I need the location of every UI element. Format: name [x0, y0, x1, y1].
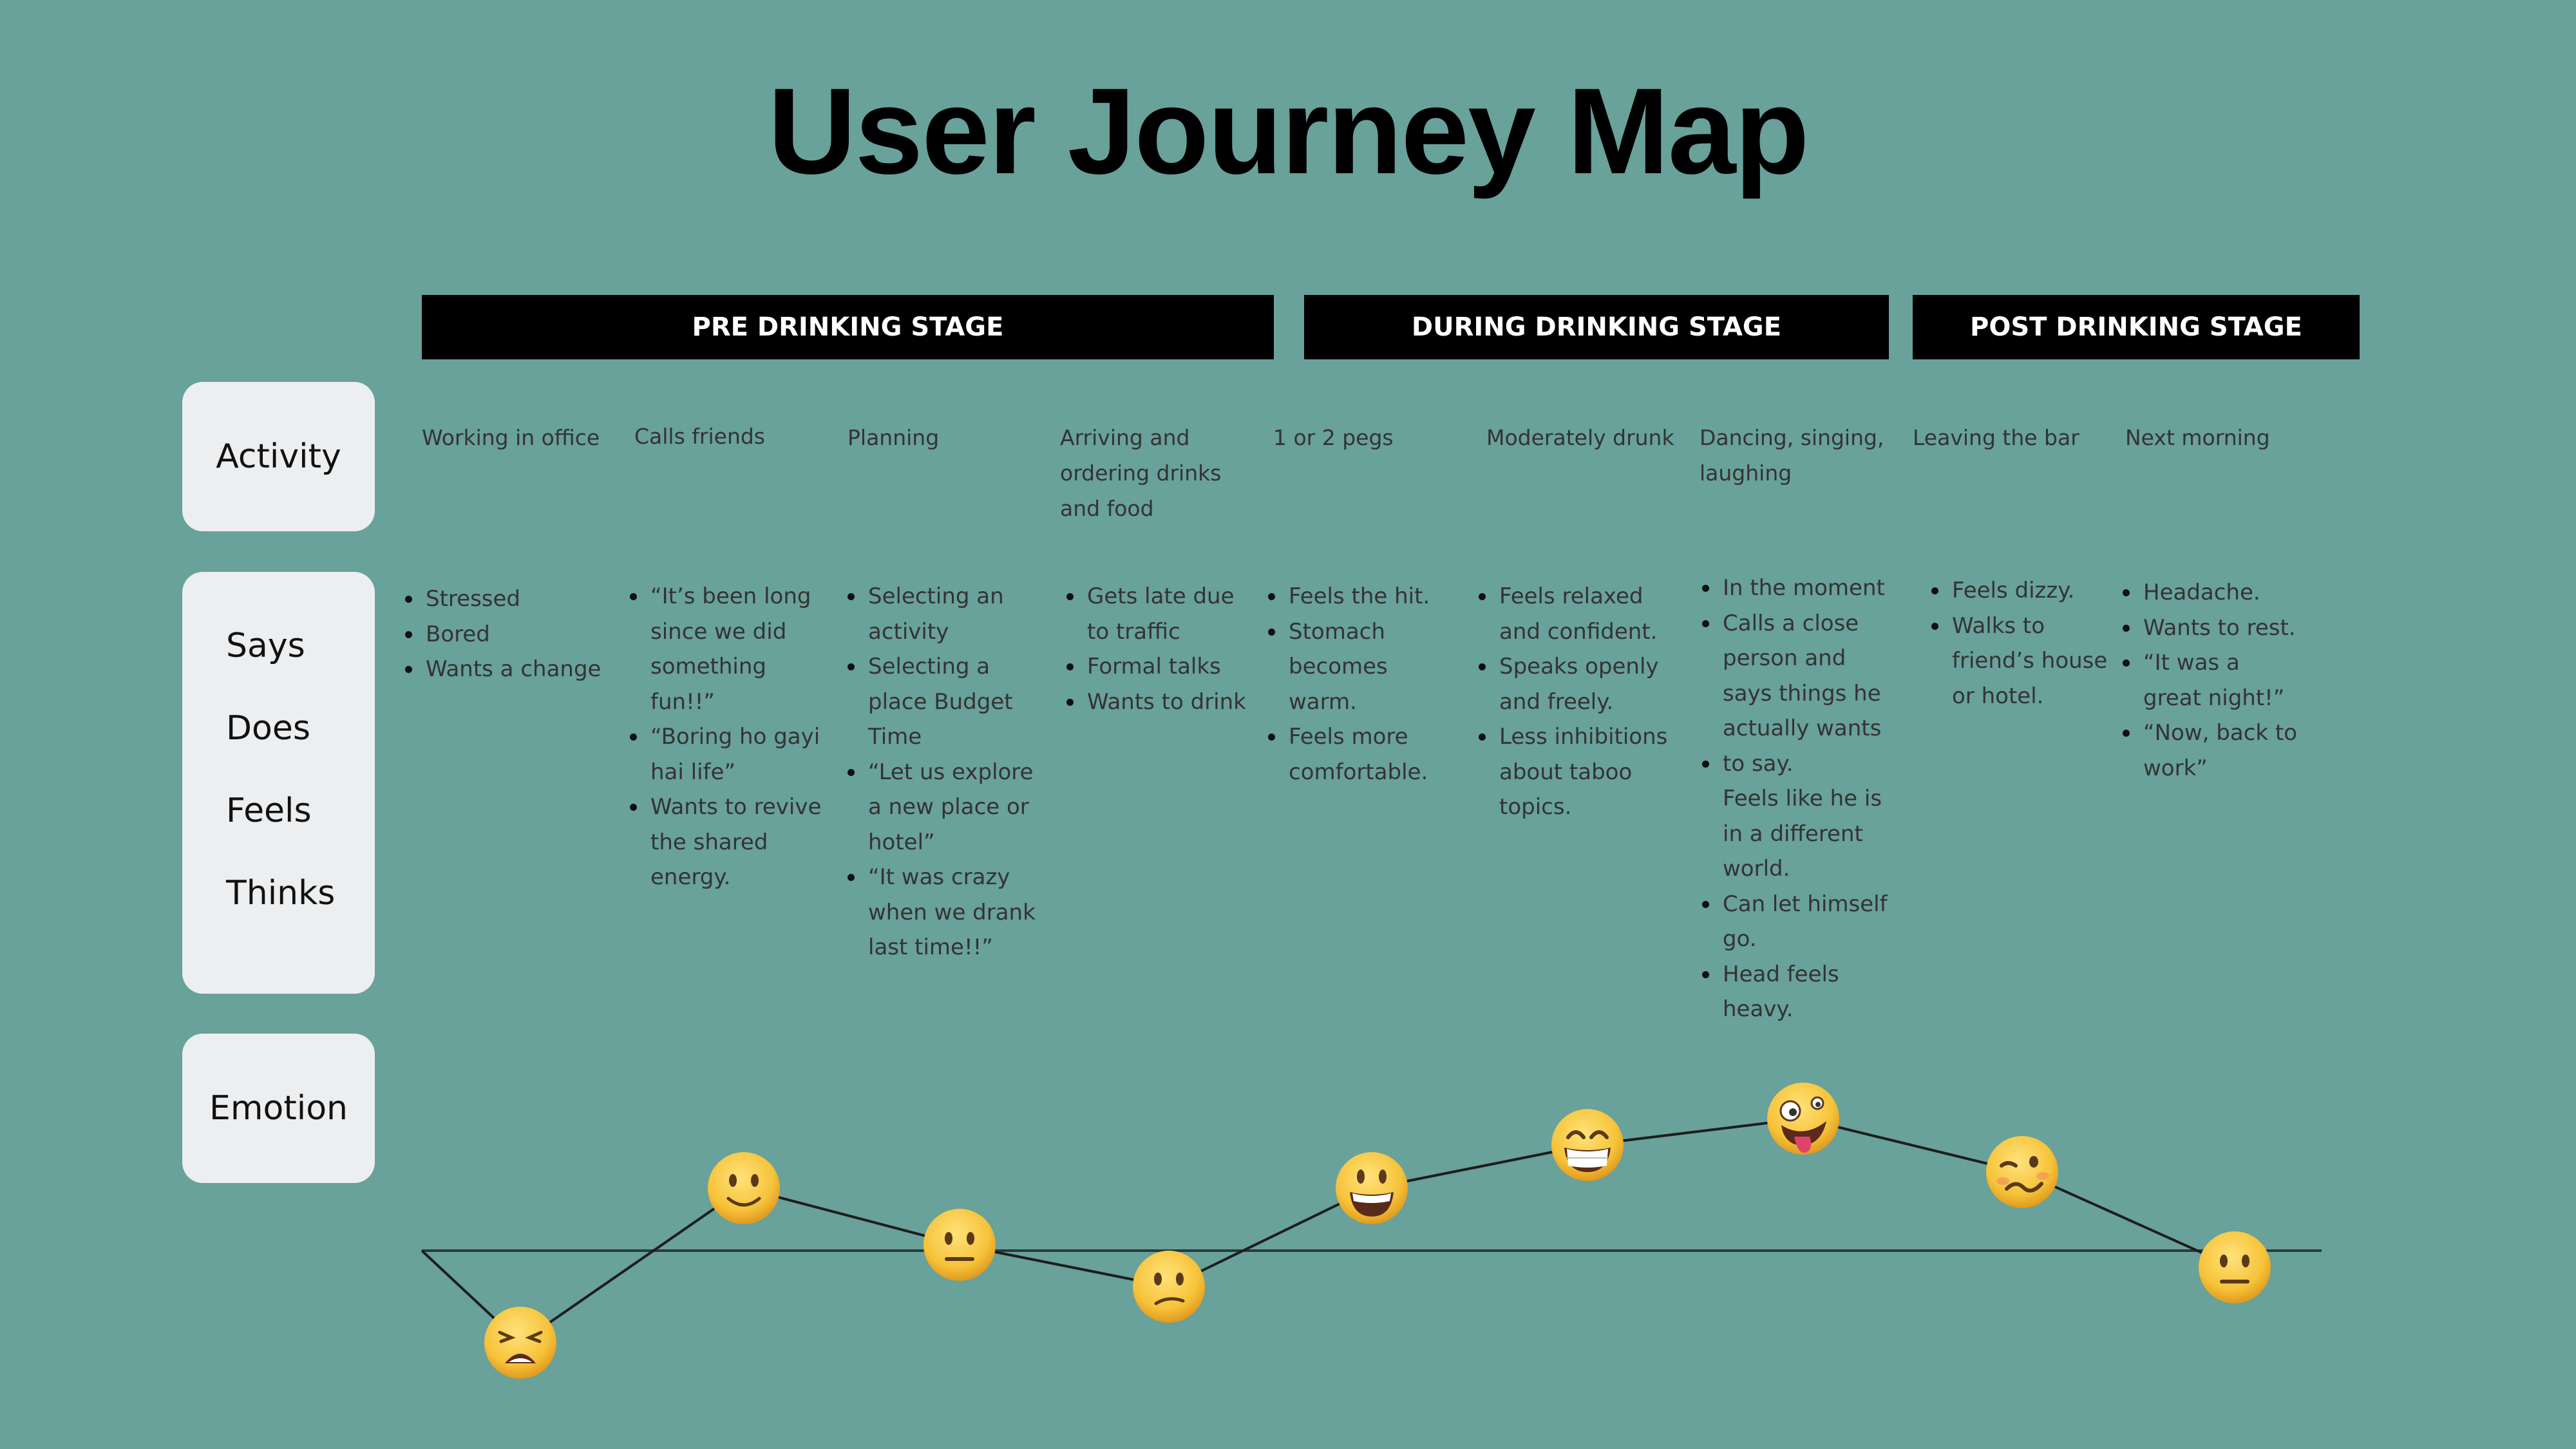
- activity-cell: Working in office: [422, 425, 600, 450]
- emotion-line: [421, 1117, 2235, 1345]
- detail-item: “Now, back to work”: [2123, 715, 2298, 786]
- page-title: User Journey Map: [768, 63, 1809, 200]
- detail-item: Selecting an activity: [848, 579, 1054, 649]
- detail-item: Feels like he is in a different world.: [1723, 786, 1882, 882]
- row-label-says-does-feels-thinks: Says Does Feels Thinks: [182, 572, 375, 994]
- activity-cell: 1 or 2 pegs: [1273, 425, 1394, 450]
- details-column: Feels the hit. Stomach becomes warm. Fee…: [1268, 579, 1455, 790]
- beaming-face-icon: [1551, 1109, 1624, 1181]
- row-label-does: Does: [226, 709, 310, 748]
- row-label-thinks: Thinks: [226, 874, 336, 913]
- stage-pre-drinking: PRE DRINKING STAGE: [422, 295, 1274, 359]
- details-column: Feels relaxed and confident. Speaks open…: [1479, 579, 1672, 825]
- detail-item: to say.: [1702, 746, 1908, 782]
- details-column: “It’s been long since we did something f…: [630, 579, 836, 895]
- grinning-face-icon: [1336, 1152, 1408, 1224]
- stage-label: PRE DRINKING STAGE: [692, 312, 1004, 342]
- details-column: Selecting an activity Selecting a place …: [848, 579, 1054, 965]
- detail-item: Formal talks: [1066, 649, 1260, 685]
- detail-item: Selecting a place Budget Time: [848, 649, 1036, 755]
- activity-cell: Moderately drunk: [1486, 425, 1674, 450]
- detail-item: Gets late due to traffic: [1066, 579, 1260, 649]
- detail-item: In the moment: [1702, 571, 1908, 606]
- detail-item: Stressed: [405, 582, 618, 617]
- detail-item: Wants to drink: [1066, 685, 1260, 720]
- stage-label: POST DRINKING STAGE: [1970, 312, 2302, 342]
- detail-item: “Let us explore a new place or hotel”: [848, 755, 1054, 860]
- detail-item: Less inhibitions about taboo topics.: [1479, 719, 1672, 825]
- activity-cell: Planning: [848, 425, 940, 450]
- detail-item: Feels more comfortable.: [1268, 719, 1455, 790]
- row-label-says: Says: [226, 627, 305, 665]
- weary-face-icon: [484, 1307, 556, 1379]
- detail-item: Wants to revive the shared energy.: [630, 790, 836, 895]
- zany-face-icon: [1767, 1083, 1839, 1155]
- detail-item: Can let himself go.: [1702, 887, 1906, 957]
- slightly-smiling-face-icon: [708, 1152, 780, 1224]
- detail-item: “It was crazy when we drank last time!!”: [848, 860, 1036, 965]
- detail-item: Head feels heavy.: [1702, 957, 1877, 1027]
- details-column: Stressed Bored Wants a change: [405, 582, 618, 687]
- woozy-face-icon: [1986, 1136, 2058, 1208]
- activity-cell: Dancing, singing, laughing: [1700, 425, 1884, 486]
- detail-item: “It’s been long since we did something f…: [630, 579, 836, 719]
- detail-item: Feels relaxed and confident.: [1479, 579, 1672, 649]
- activity-cell: Leaving the bar: [1913, 425, 2079, 450]
- confused-face-icon: [1133, 1251, 1205, 1323]
- activity-cell: Calls friends: [634, 424, 765, 449]
- detail-item: Calls a close person and says things he …: [1702, 606, 1893, 746]
- stage-during-drinking: DURING DRINKING STAGE: [1304, 295, 1889, 359]
- stage-post-drinking: POST DRINKING STAGE: [1913, 295, 2360, 359]
- details-column: Headache. Wants to rest. “It was a great…: [2123, 575, 2316, 786]
- detail-item: Wants a change: [405, 652, 618, 687]
- row-label-activity: Activity: [182, 382, 375, 531]
- row-label-emotion: Emotion: [182, 1034, 375, 1183]
- activity-cell: Next morning: [2125, 425, 2270, 450]
- stage-label: DURING DRINKING STAGE: [1411, 312, 1782, 342]
- neutral-face-icon: [923, 1209, 996, 1281]
- detail-item: Speaks openly and freely.: [1479, 649, 1672, 719]
- detail-item: “Boring ho gayi hai life”: [630, 719, 836, 790]
- row-label-feels: Feels: [226, 791, 312, 830]
- activity-cell: Arriving and ordering drinks and food: [1060, 425, 1222, 521]
- detail-item: Feels the hit.: [1268, 579, 1455, 614]
- detail-item: Feels dizzy.: [1931, 573, 2118, 609]
- detail-item: Headache.: [2123, 575, 2316, 611]
- details-column: Feels dizzy. Walks to friend’s house or …: [1931, 573, 2118, 714]
- detail-item: “It was a great night!”: [2123, 645, 2298, 715]
- details-column: Gets late due to traffic Formal talks Wa…: [1066, 579, 1260, 719]
- details-column: In the moment Calls a close person and s…: [1702, 571, 1908, 1027]
- detail-item: Bored: [405, 617, 618, 652]
- detail-item: Walks to friend’s house or hotel.: [1931, 609, 2118, 714]
- detail-item: Wants to rest.: [2123, 611, 2316, 646]
- detail-item: Stomach becomes warm.: [1268, 614, 1455, 720]
- neutral-face-icon: [2199, 1231, 2271, 1303]
